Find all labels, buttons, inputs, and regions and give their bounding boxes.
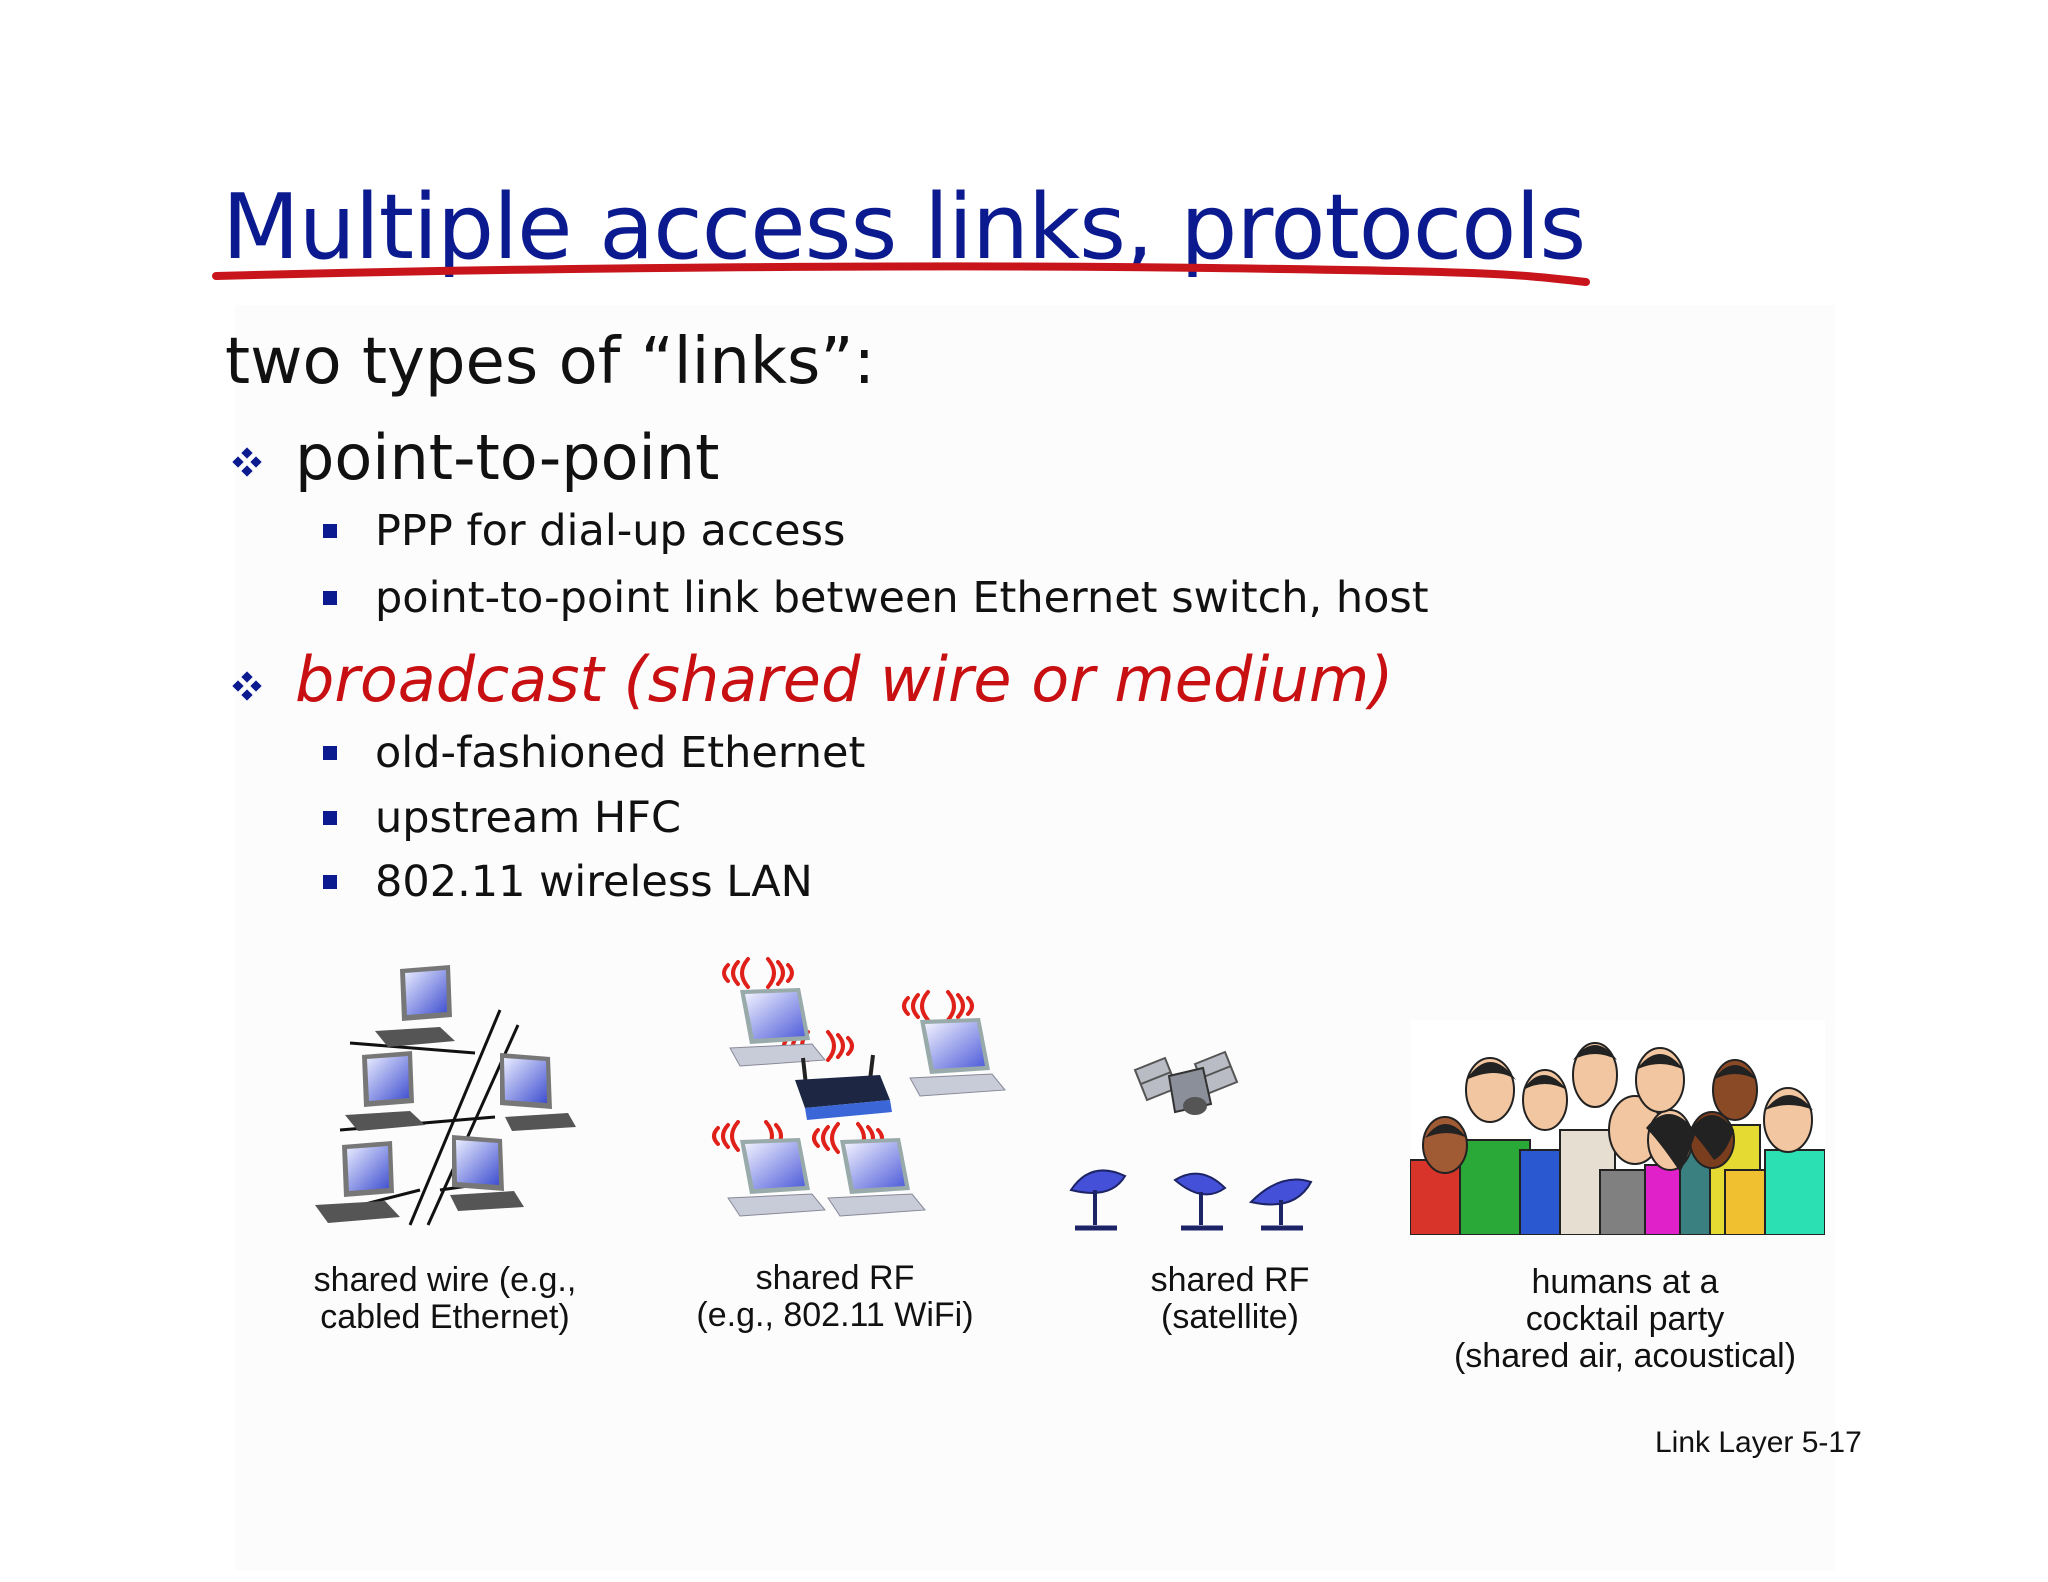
radio-waves-icon xyxy=(712,957,974,1154)
title-underline xyxy=(212,262,1590,286)
diamond-bullet-icon xyxy=(232,671,262,701)
computer-icon xyxy=(450,1135,524,1211)
list-item: 802.11 wireless LAN xyxy=(375,857,813,907)
caption-line: (shared air, acoustical) xyxy=(1453,1337,1797,1375)
slide-footer: Link Layer 5-17 xyxy=(1655,1426,1862,1459)
satellite-illustration xyxy=(1069,1050,1313,1231)
caption-line: shared RF xyxy=(1150,1261,1310,1299)
figure-caption: shared RF (satellite) xyxy=(1120,1262,1340,1336)
wireless-router-icon xyxy=(795,1054,892,1120)
caption-line: cocktail party xyxy=(1525,1300,1725,1338)
computer-icon xyxy=(375,965,455,1047)
list-item: old-fashioned Ethernet xyxy=(375,728,866,778)
satellite-icon xyxy=(1133,1050,1239,1115)
shared-wire-network-illustration xyxy=(315,965,576,1226)
section-heading-point-to-point: point-to-point xyxy=(295,421,720,494)
laptop-icon xyxy=(729,988,826,1067)
caption-line: shared wire (e.g., xyxy=(313,1261,577,1299)
content-background xyxy=(235,305,1835,1570)
figure-caption: shared RF (e.g., 802.11 WiFi) xyxy=(680,1260,990,1334)
intro-text: two types of “links”: xyxy=(225,325,876,399)
figure-caption: humans at a cocktail party (shared air, … xyxy=(1420,1264,1830,1375)
laptop-icon xyxy=(827,1138,926,1217)
satellite-dish-icon xyxy=(1069,1169,1127,1231)
caption-line: cabled Ethernet) xyxy=(320,1298,570,1336)
wifi-network-illustration xyxy=(712,957,1006,1217)
figure-caption: shared wire (e.g., cabled Ethernet) xyxy=(300,1262,590,1336)
square-bullet-icon xyxy=(323,811,337,825)
diamond-bullet-icon xyxy=(232,447,262,477)
satellite-dish-icon xyxy=(1173,1172,1227,1231)
list-item: PPP for dial-up access xyxy=(375,506,846,556)
square-bullet-icon xyxy=(323,875,337,889)
computer-icon xyxy=(315,1141,400,1223)
caption-line: (e.g., 802.11 WiFi) xyxy=(696,1296,974,1334)
square-bullet-icon xyxy=(323,524,337,538)
caption-line: (satellite) xyxy=(1161,1298,1299,1336)
section-heading-broadcast: broadcast (shared wire or medium) xyxy=(295,643,1394,716)
computer-icon xyxy=(345,1051,425,1131)
caption-line: shared RF xyxy=(755,1259,915,1297)
cocktail-party-illustration xyxy=(1410,1020,1825,1235)
laptop-icon xyxy=(909,1018,1006,1097)
caption-line: humans at a xyxy=(1531,1263,1719,1301)
list-item: point-to-point link between Ethernet swi… xyxy=(375,573,1429,623)
satellite-dish-icon xyxy=(1249,1178,1313,1231)
laptop-icon xyxy=(727,1138,826,1217)
computer-icon xyxy=(500,1053,576,1131)
square-bullet-icon xyxy=(323,746,337,760)
square-bullet-icon xyxy=(323,591,337,605)
list-item: upstream HFC xyxy=(375,793,681,843)
